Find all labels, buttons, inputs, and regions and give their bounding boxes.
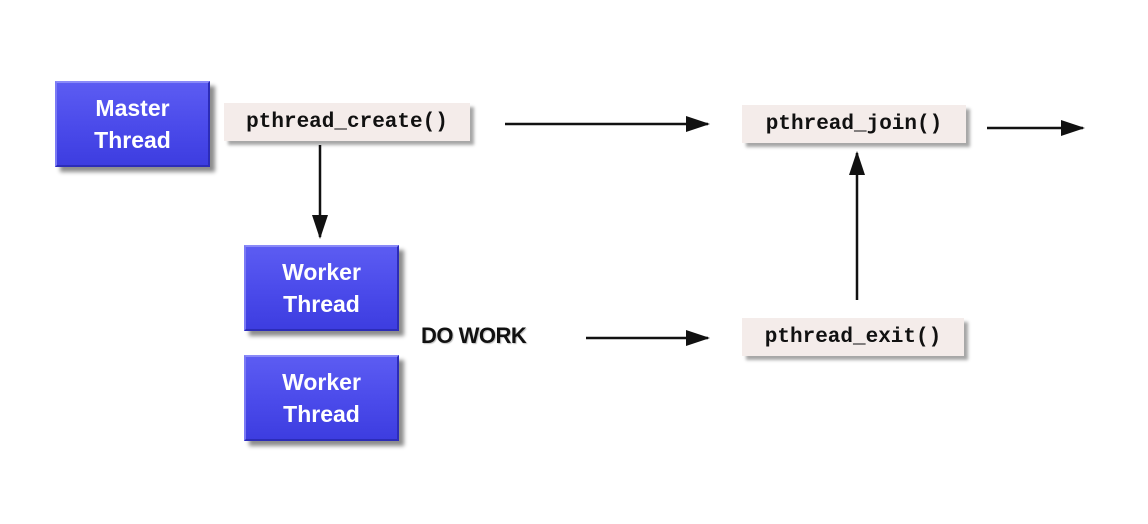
master-thread-box: Master Thread [55,81,210,167]
pthread-exit-label: pthread_exit() [764,325,942,349]
worker-thread-1-line1: Worker [282,259,361,285]
pthread-join-label: pthread_join() [765,112,943,136]
pthread-create-label: pthread_create() [246,110,448,134]
pthread-join-box: pthread_join() [742,105,966,143]
worker-thread-box-2: Worker Thread [244,355,399,441]
worker-thread-2-line2: Thread [283,401,360,427]
pthread-exit-box: pthread_exit() [742,318,964,356]
do-work-label: DO WORK [421,323,527,348]
worker-thread-box-1: Worker Thread [244,245,399,331]
master-thread-line2: Thread [94,127,171,153]
master-thread-line1: Master [95,95,170,121]
worker-thread-2-line1: Worker [282,369,361,395]
worker-thread-1-line2: Thread [283,291,360,317]
pthread-create-box: pthread_create() [224,103,470,141]
